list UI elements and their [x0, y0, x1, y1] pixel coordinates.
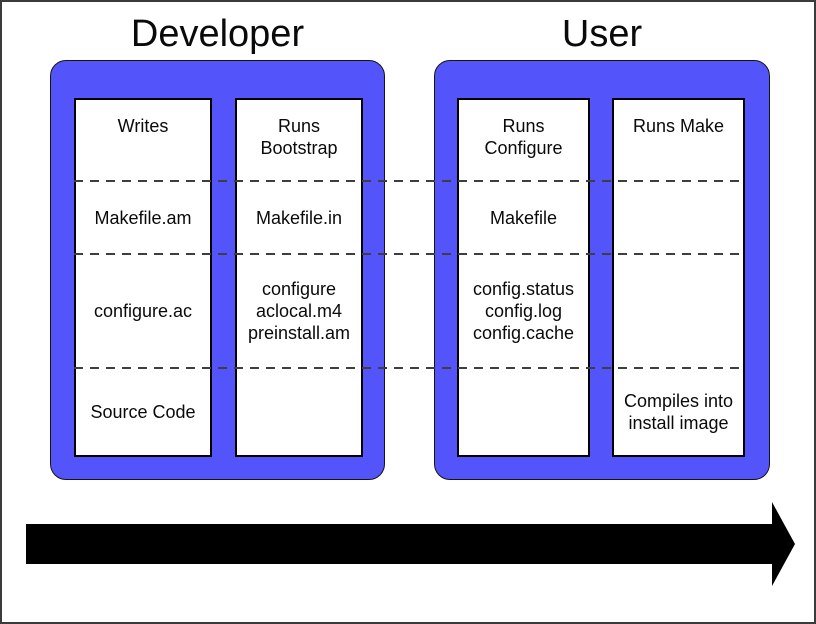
empty-cell — [459, 368, 588, 455]
empty-cell — [614, 181, 743, 254]
makefile-in-cell: Makefile.in — [255, 207, 343, 228]
configure-outputs-cell: config.status config.log config.cache — [472, 279, 575, 343]
developer-writes-column: Writes Makefile.am configure.ac Source C… — [74, 98, 212, 457]
user-configure-column: Runs Configure Makefile config.status co… — [457, 98, 590, 457]
runs-configure-cell: Runs Configure — [484, 116, 563, 158]
runs-make-cell: Runs Make — [632, 116, 725, 136]
user-make-column: Runs Make Compiles into install image — [612, 98, 745, 457]
configure-ac-cell: configure.ac — [93, 301, 193, 321]
user-title: User — [561, 13, 643, 55]
writes-cell: Writes — [117, 116, 169, 136]
developer-title: Developer — [130, 13, 305, 55]
row-divider-1 — [74, 180, 743, 182]
runs-bootstrap-cell: Runs Bootstrap — [260, 116, 338, 158]
bootstrap-outputs-cell: configure aclocal.m4 preinstall.am — [247, 279, 351, 343]
timeline-right-arrow-icon — [2, 492, 814, 602]
makefile-cell: Makefile — [489, 207, 558, 228]
makefile-am-cell: Makefile.am — [94, 207, 192, 228]
row-divider-2 — [74, 253, 743, 255]
source-code-cell: Source Code — [90, 401, 196, 422]
row-divider-3 — [74, 367, 743, 369]
empty-cell — [614, 254, 743, 368]
compiles-install-cell: Compiles into install image — [623, 390, 734, 433]
empty-cell — [237, 368, 361, 455]
developer-bootstrap-column: Runs Bootstrap Makefile.in configure acl… — [235, 98, 363, 457]
